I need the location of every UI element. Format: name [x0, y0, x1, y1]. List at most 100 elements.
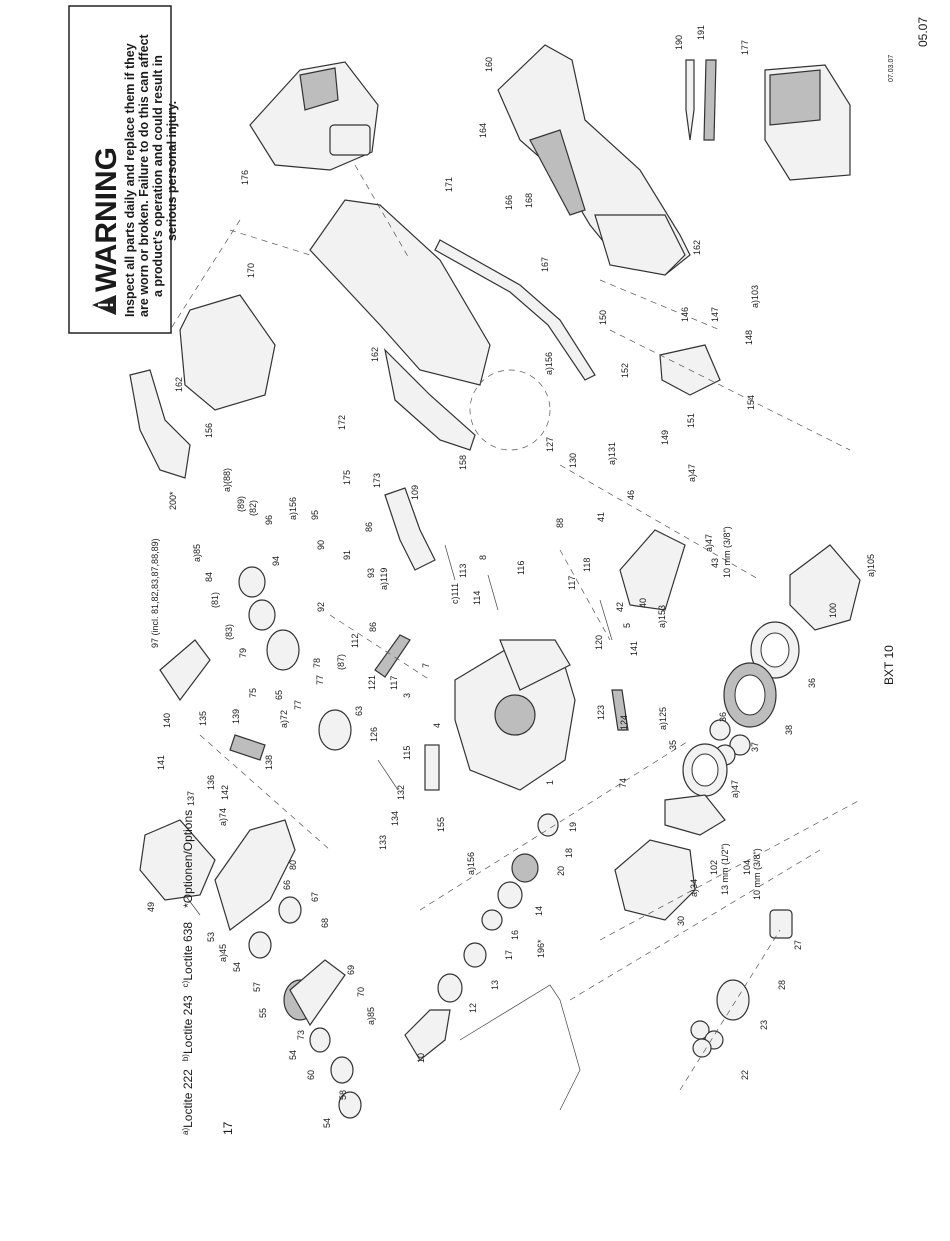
- part-callout-89: (89): [236, 496, 246, 512]
- spring-124: [611, 689, 629, 731]
- page-footer: 17 05.07 07.03.07 BXT 10 a)Loctite 222b)…: [181, 17, 930, 1135]
- part-callout-117a: 117: [567, 576, 577, 590]
- part-callout-135: 135: [198, 711, 208, 726]
- part-callout-95: 95: [310, 510, 320, 520]
- options-note: *Optionen/Options: [181, 810, 195, 908]
- part-callout-200: 200*: [168, 491, 178, 510]
- bushing-27: [769, 909, 793, 939]
- mounting-base: [789, 544, 861, 631]
- bearing: [481, 909, 503, 931]
- part-callout-115: 115: [402, 746, 412, 760]
- handle-housing: [497, 44, 691, 276]
- part-callout-102s: 13 mm (1/2"): [720, 843, 730, 895]
- rod-113: [444, 544, 456, 581]
- part-callout-100: 100: [828, 603, 838, 618]
- part-callout-81: (81): [210, 592, 220, 608]
- part-callout-78: 78: [312, 658, 322, 668]
- page-number: 17: [221, 1121, 235, 1135]
- part-callout-60: 60: [306, 1070, 316, 1080]
- part-callout-40: 40: [638, 598, 648, 608]
- motor-housing: [179, 294, 276, 411]
- part-callout-146: 146: [680, 307, 690, 322]
- part-callout-22: 22: [740, 1070, 750, 1080]
- part-callout-155: 155: [436, 817, 446, 832]
- bushing: [511, 853, 539, 883]
- washer: [248, 599, 276, 631]
- part-callout-118: 118: [582, 558, 592, 572]
- part-callout-70: 70: [356, 987, 366, 997]
- part-callout-131: a)131: [607, 442, 617, 465]
- part-callout-170: 170: [246, 263, 256, 278]
- part-callout-127: 127: [545, 437, 555, 452]
- drawing-code: 07.03.07: [888, 55, 895, 82]
- screwdriver: [685, 59, 695, 141]
- part-callout-154: 154: [746, 395, 756, 410]
- part-callout-4: 4: [432, 723, 442, 728]
- warning-triangle-icon: [92, 295, 116, 315]
- part-callout-91: 91: [342, 550, 352, 560]
- part-callout-140: 140: [162, 713, 172, 728]
- part-callout-105: a)105: [866, 554, 876, 577]
- part-callout-19: 19: [568, 822, 578, 832]
- part-callout-47c: a)47: [730, 780, 740, 798]
- part-callout-36b: 36: [807, 678, 817, 688]
- part-callout-79: 79: [238, 648, 248, 658]
- part-callout-190: 190: [674, 35, 684, 50]
- blade-guard: [129, 369, 191, 479]
- loctite-c-mark: c): [181, 980, 190, 987]
- part-callout-46: 46: [626, 490, 636, 500]
- part-callout-162a: 162: [174, 377, 184, 392]
- pinion-gear: [692, 1038, 712, 1058]
- part-callout-175: 175: [342, 470, 352, 485]
- motor: [139, 819, 216, 916]
- cam-lever: [159, 639, 211, 702]
- part-callout-148: 148: [744, 330, 754, 345]
- part-callout-16: 16: [510, 930, 520, 940]
- saw-blade: [469, 369, 551, 451]
- part-callout-142: 142: [220, 785, 230, 800]
- part-callout-125: a)125: [658, 707, 668, 730]
- part-callout-37: 37: [750, 742, 760, 752]
- part-callout-93: 93: [366, 568, 376, 578]
- part-callout-43: 43: [710, 558, 720, 568]
- part-callout-97: 97 (incl. 81,82,83,87,88,89): [150, 538, 160, 648]
- part-callout-7: 7: [421, 663, 431, 668]
- loctite-b: Loctite 243: [181, 995, 195, 1054]
- part-callout-85b: a)85: [366, 1007, 376, 1025]
- part-callout-120: 120: [594, 635, 604, 650]
- planet-gear: [729, 734, 751, 756]
- warning-line-1: Inspect all parts daily and replace them…: [123, 43, 137, 317]
- rod-5: [599, 599, 613, 641]
- part-callout-123: 123: [596, 705, 606, 720]
- part-callout-103: a)103: [750, 285, 760, 308]
- part-callout-55: 55: [258, 1008, 268, 1018]
- part-callout-88r: 88: [555, 518, 565, 528]
- part-callout-156d: a)156: [466, 852, 476, 875]
- part-callout-151: 151: [686, 413, 696, 428]
- clamp-ring: [664, 794, 726, 836]
- eccentric: [266, 629, 300, 671]
- part-callout-109: 109: [410, 485, 420, 500]
- bearing: [238, 566, 266, 598]
- part-callout-42: 42: [615, 602, 625, 612]
- part-callout-66: 66: [282, 880, 292, 890]
- part-callout-136: 136: [206, 775, 216, 790]
- part-callout-73: 73: [296, 1030, 306, 1040]
- shaft-126: [377, 759, 399, 791]
- part-callout-121: 121: [367, 675, 377, 690]
- part-callout-141b: 141: [156, 755, 166, 770]
- motor-end-housing: [214, 819, 296, 931]
- warning-line-2: are worn or broken. Failure to do this c…: [137, 33, 151, 317]
- part-callout-132: 132: [396, 785, 406, 800]
- part-callout-137: 137: [186, 791, 196, 806]
- support-bracket: [459, 984, 581, 1111]
- part-callout-113: 113: [458, 564, 468, 578]
- part-callout-41: 41: [596, 512, 606, 522]
- part-callout-196: 196*: [536, 939, 546, 958]
- spindle: [404, 1009, 451, 1061]
- part-callout-176: 176: [240, 170, 250, 185]
- part-callout-150: 150: [598, 310, 608, 325]
- part-callout-74a: 74: [618, 778, 628, 788]
- gear-housing: [454, 639, 576, 791]
